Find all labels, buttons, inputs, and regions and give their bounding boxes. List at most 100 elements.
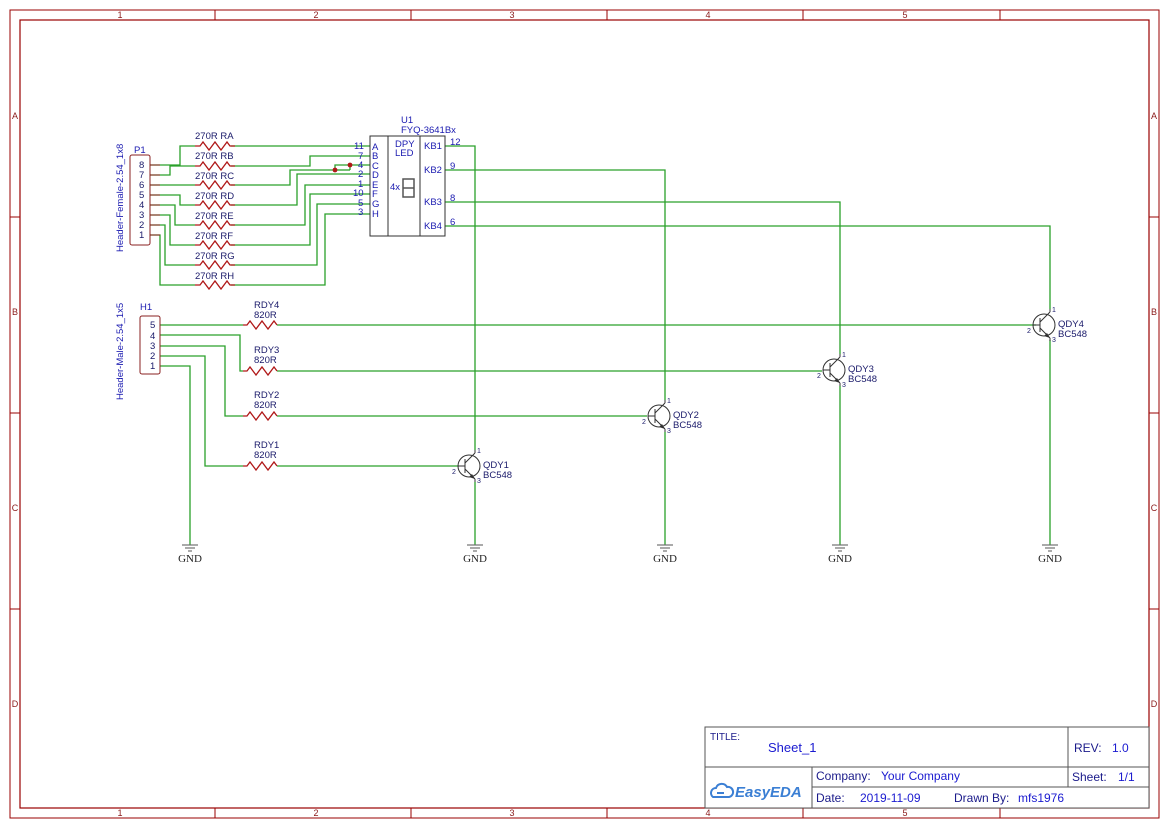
h1-header[interactable]: H1 Header-Male-2.54_1x5 5 4 3 2 1 [115, 302, 161, 400]
resistor-rdy4[interactable] [243, 319, 278, 331]
h1-pin-2: 2 [150, 351, 155, 362]
transistor-qdy1[interactable]: QDY1 BC548 2 1 3 [452, 448, 512, 485]
resistor-rdy3-value: 820R [254, 355, 277, 366]
resistor-rdy3[interactable] [243, 365, 278, 377]
u1-pin-7-num: 7 [358, 151, 363, 162]
h1-value: Header-Male-2.54_1x5 [115, 303, 126, 400]
resistor-rdy4-value: 820R [254, 310, 277, 321]
resistor-rdy2-ref: RDY2 [254, 390, 279, 401]
u1-pin-a: A [372, 142, 379, 153]
p1-header[interactable]: P1 Header-Female-2.54_1x8 8 7 6 5 4 3 2 … [115, 144, 160, 252]
rev-label: REV: [1074, 741, 1102, 755]
date-label: Date: [816, 791, 845, 805]
p1-pin-2: 2 [139, 220, 144, 231]
resistor-re[interactable] [195, 219, 235, 231]
qdy4-ref: QDY4 [1058, 319, 1084, 330]
u1-pin-6-num: 6 [450, 217, 455, 228]
border-col-5-top: 5 [902, 10, 907, 20]
u1-inner-count: 4x [390, 182, 400, 193]
easyeda-logo: EasyEDA [710, 782, 802, 801]
resistor-ra[interactable] [195, 140, 235, 152]
segment-resistors: 270R RA 270R RB 270R RC 270R RD 270R RE … [195, 131, 235, 291]
resistor-rf-label: 270R RF [195, 231, 233, 242]
u1-pin-c: C [372, 161, 379, 172]
qdy1-ref: QDY1 [483, 460, 509, 471]
p1-pin-1: 1 [139, 230, 144, 241]
h1-pin-1: 1 [150, 361, 155, 372]
border-col-2-top: 2 [313, 10, 318, 20]
h1-pin-5: 5 [150, 320, 155, 331]
u1-pin-4-num: 4 [358, 160, 363, 171]
title-block: TITLE: Sheet_1 REV: 1.0 Company: Your Co… [704, 726, 1150, 809]
ground-symbol-1[interactable]: GND [178, 544, 202, 565]
qdy3-pin-emitter: 3 [842, 382, 846, 389]
qdy1-pin-emitter: 3 [477, 478, 481, 485]
transistor-qdy3[interactable]: QDY3 BC548 2 1 3 [817, 352, 877, 389]
h1-pin-3: 3 [150, 341, 155, 352]
u1-pin-11-num: 11 [354, 141, 364, 152]
seven-segment-icon [402, 178, 415, 198]
resistor-rdy1-value: 820R [254, 450, 277, 461]
p1-value: Header-Female-2.54_1x8 [115, 144, 126, 252]
qdy2-pin-base: 2 [642, 419, 646, 426]
resistor-rdy1[interactable] [243, 460, 278, 472]
border-col-4-bottom: 4 [705, 808, 710, 818]
resistor-rg[interactable] [195, 259, 235, 271]
p1-pin-7: 7 [139, 170, 144, 181]
ground-symbol-3[interactable]: GND [653, 544, 677, 565]
qdy3-pin-base: 2 [817, 373, 821, 380]
drawn-by-label: Drawn By: [954, 791, 1009, 805]
resistor-rb[interactable] [195, 160, 235, 172]
u1-pin-kb2: KB2 [424, 165, 442, 176]
resistor-ra-label: 270R RA [195, 131, 234, 142]
u1-pin-h: H [372, 209, 379, 220]
transistor-qdy2[interactable]: QDY2 BC548 2 1 3 [642, 398, 702, 435]
resistor-rdy2-value: 820R [254, 400, 277, 411]
u1-pin-g: G [372, 199, 379, 210]
resistor-rf[interactable] [195, 239, 235, 251]
u1-display[interactable]: U1 FYQ-3641Bx DPY LED 4x 11 7 4 2 1 10 5… [353, 115, 461, 237]
border-col-4-top: 4 [705, 10, 710, 20]
resistor-rdy2[interactable] [243, 410, 278, 422]
resistor-rd[interactable] [195, 199, 235, 211]
resistor-rdy1-ref: RDY1 [254, 440, 279, 451]
qdy3-pin-collector: 1 [842, 352, 846, 359]
wires [150, 145, 1051, 545]
ground-symbol-5[interactable]: GND [1038, 544, 1062, 565]
u1-pin-kb3: KB3 [424, 197, 442, 208]
u1-pin-12-num: 12 [450, 137, 461, 148]
cloud-icon [710, 782, 735, 798]
qdy2-pin-emitter: 3 [667, 428, 671, 435]
ground-label-2: GND [463, 553, 487, 565]
qdy3-ref: QDY3 [848, 364, 874, 375]
resistor-rh-label: 270R RH [195, 271, 234, 282]
resistor-rb-label: 270R RB [195, 151, 234, 162]
resistor-rdy3-ref: RDY3 [254, 345, 279, 356]
ground-label-1: GND [178, 553, 202, 565]
sheet-label: Sheet: [1072, 770, 1107, 784]
ground-label-3: GND [653, 553, 677, 565]
transistor-qdy4[interactable]: QDY4 BC548 2 1 3 [1027, 307, 1087, 344]
u1-pin-kb4: KB4 [424, 221, 442, 232]
qdy2-value: BC548 [673, 420, 702, 431]
u1-ref: U1 [401, 115, 413, 126]
u1-pin-8-num: 8 [450, 193, 455, 204]
p1-pin-8: 8 [139, 160, 144, 171]
ground-symbol-4[interactable]: GND [828, 544, 852, 565]
u1-pin-2-num: 2 [358, 169, 363, 180]
border-row-d-right: D [1151, 699, 1158, 709]
date-value: 2019-11-09 [860, 791, 921, 805]
border-col-5-bottom: 5 [902, 808, 907, 818]
u1-pin-3-num: 3 [358, 207, 363, 218]
u1-value: FYQ-3641Bx [401, 125, 456, 136]
h1-pin-4: 4 [150, 331, 155, 342]
u1-pin-d: D [372, 170, 379, 181]
resistor-rc-label: 270R RC [195, 171, 234, 182]
p1-pin-5: 5 [139, 190, 144, 201]
logo-text: EasyEDA [735, 784, 802, 801]
ground-symbol-2[interactable]: GND [463, 544, 487, 565]
resistor-rc[interactable] [195, 179, 235, 191]
ground-label-5: GND [1038, 553, 1062, 565]
resistor-rh[interactable] [195, 279, 235, 291]
